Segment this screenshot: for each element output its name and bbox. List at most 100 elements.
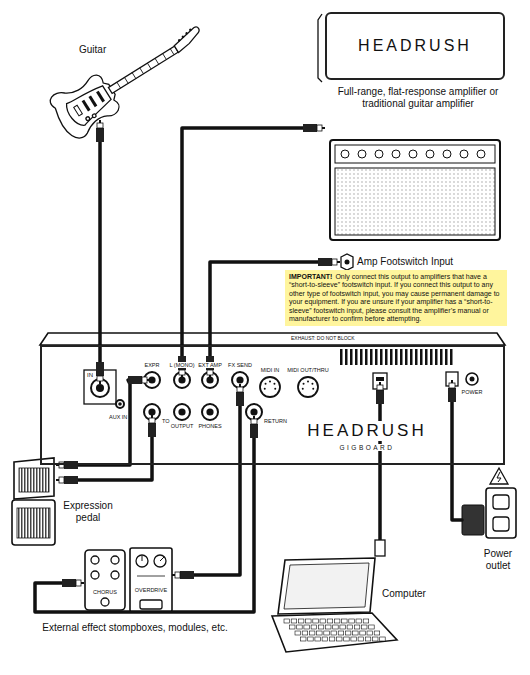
rear-panel <box>260 377 280 397</box>
frfr-speaker <box>318 14 322 82</box>
laptop <box>317 631 323 635</box>
chorus-pedal <box>85 550 125 610</box>
laptop <box>349 619 355 623</box>
laptop <box>272 558 397 652</box>
jack-plug <box>147 379 150 381</box>
jack-plug <box>62 579 76 587</box>
jack-plug <box>175 572 180 578</box>
usb-plug <box>375 540 385 556</box>
rear-panel <box>116 400 124 408</box>
jack-plug <box>96 362 104 376</box>
overdrive-pedal <box>142 556 143 561</box>
rear-panel <box>91 379 109 397</box>
laptop <box>362 625 368 629</box>
jack-plug <box>250 424 258 438</box>
cable <box>78 380 130 465</box>
rear-panel <box>350 349 353 365</box>
rear-panel <box>264 388 266 390</box>
jack-plug <box>376 390 384 404</box>
jack-plug <box>128 376 142 384</box>
laptop <box>272 613 397 652</box>
laptop <box>334 619 340 623</box>
usb-plug <box>375 540 385 556</box>
footswitch-input-icon <box>341 254 353 270</box>
rear-panel <box>435 349 438 365</box>
laptop <box>340 625 346 629</box>
overdrive-pedal <box>130 548 172 612</box>
guitar <box>140 68 144 74</box>
expression-pedal <box>12 458 55 545</box>
overdrive-pedal <box>130 548 172 612</box>
jack-plug <box>179 370 185 375</box>
rear-panel <box>303 383 305 385</box>
laptop <box>297 625 303 629</box>
laptop <box>351 637 357 641</box>
jack-plug <box>56 479 59 481</box>
jack-plug <box>62 579 84 587</box>
jack-plug <box>142 377 147 383</box>
guitar <box>181 35 184 38</box>
power-outlet <box>493 517 509 531</box>
device-label: Power outlet <box>470 548 526 571</box>
laptop <box>284 619 385 641</box>
power-outlet <box>462 505 484 535</box>
overdrive-pedal <box>160 557 164 561</box>
footswitch-input-icon <box>341 254 353 270</box>
overdrive-pedal <box>137 576 165 577</box>
rear-panel <box>250 408 257 415</box>
rear-panel <box>400 349 403 365</box>
rear-panel <box>430 349 433 365</box>
rear-panel <box>450 349 453 365</box>
guitar-amp <box>335 168 495 235</box>
jack-plug <box>64 476 78 484</box>
jack-plug <box>148 423 156 437</box>
overdrive-pedal <box>154 555 166 567</box>
laptop <box>380 637 386 641</box>
laptop <box>278 558 375 614</box>
rear-panel <box>355 349 358 365</box>
jack-plug <box>172 571 194 579</box>
guitar <box>163 54 167 60</box>
power-outlet <box>497 472 501 482</box>
rear-panel <box>312 388 314 390</box>
guitar-amp <box>392 150 400 158</box>
jack-plug <box>379 382 381 385</box>
rear-panel <box>375 349 378 365</box>
rear-panel <box>298 377 318 397</box>
guitar <box>88 95 97 107</box>
jack-plug <box>303 124 325 132</box>
rear-panel <box>174 404 190 420</box>
jack-plug <box>128 376 150 384</box>
guitar <box>178 39 181 42</box>
jack-plug <box>209 375 211 378</box>
guitar-amp <box>330 140 500 240</box>
rear-panel <box>420 349 423 365</box>
rear-panel <box>144 404 160 420</box>
guitar <box>82 100 91 112</box>
rear-panel <box>307 381 309 383</box>
laptop <box>365 637 371 641</box>
jack-plug <box>376 382 384 404</box>
guitar-amp <box>375 150 383 158</box>
chorus-pedal <box>91 556 99 564</box>
rear-panel <box>425 349 428 365</box>
device-label: External effect stompboxes, modules, etc… <box>40 622 230 634</box>
guitar-amp <box>443 150 451 158</box>
rear-panel <box>340 349 343 365</box>
laptop <box>337 637 343 641</box>
rear-panel <box>118 402 122 406</box>
expression-pedal <box>12 500 55 545</box>
jack-plug <box>56 461 78 469</box>
pedal-name: CHORUS <box>87 589 123 595</box>
jack-plug <box>96 120 104 142</box>
jack-plug <box>148 415 156 437</box>
laptop <box>373 637 379 641</box>
port-label: EXT AMP <box>196 362 224 368</box>
port-label: EXPR <box>137 362 167 368</box>
laptop <box>284 563 369 609</box>
guitar <box>85 116 90 121</box>
laptop <box>369 625 375 629</box>
rear-panel <box>405 349 408 365</box>
guitar <box>172 26 204 53</box>
laptop <box>308 637 314 641</box>
